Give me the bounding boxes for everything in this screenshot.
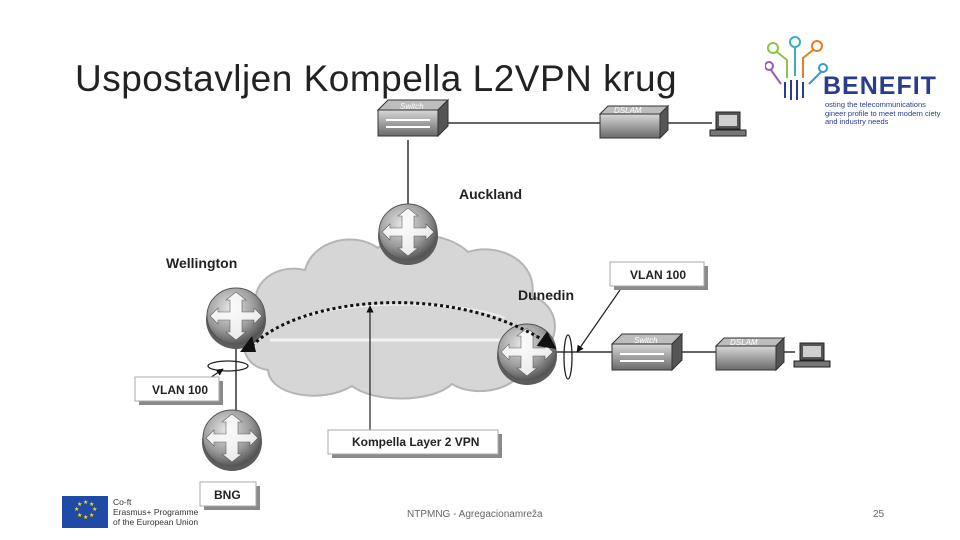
switch-top-label: Switch bbox=[400, 102, 424, 111]
network-cloud bbox=[243, 233, 556, 400]
benefit-logo: BENEFIT osting the telecommunications gi… bbox=[764, 28, 945, 128]
svg-text:★: ★ bbox=[83, 514, 88, 521]
svg-text:★: ★ bbox=[92, 506, 97, 513]
dslam-right-label: DSLAM bbox=[730, 338, 758, 347]
svg-text:★: ★ bbox=[83, 499, 88, 506]
switch-top: Switch bbox=[376, 98, 450, 138]
l2vpn-start-arrow bbox=[240, 336, 256, 352]
eu-flag-icon: ★★★ ★★★ ★★ bbox=[62, 496, 108, 528]
router-auckland bbox=[377, 203, 439, 266]
callout-vlan-right: VLAN 100 bbox=[609, 261, 708, 290]
slide-footer: NTPMNG - Agregacionamreža bbox=[407, 509, 543, 520]
benefit-tagline: osting the telecommunications gineer pro… bbox=[825, 100, 941, 126]
router-bng bbox=[201, 409, 263, 472]
callout-l2vpn: Kompella Layer 2 VPN bbox=[327, 429, 502, 458]
router-dunedin bbox=[496, 323, 558, 386]
dslam-right: DSLAM bbox=[714, 336, 786, 372]
label-wellington: Wellington bbox=[166, 255, 237, 271]
callout-bng: BNG bbox=[199, 481, 260, 510]
callout-vlan-right-text: VLAN 100 bbox=[630, 268, 686, 282]
dslam-top-label: DSLAM bbox=[614, 106, 642, 115]
svg-text:★: ★ bbox=[89, 512, 94, 519]
vlan-ellipse-right bbox=[563, 334, 573, 380]
page-number: 25 bbox=[873, 509, 885, 520]
slide-title: Uspostavljen Kompella L2VPN krug bbox=[75, 58, 678, 99]
svg-text:★: ★ bbox=[77, 501, 82, 508]
vlan-ellipse-left bbox=[207, 360, 249, 372]
switch-right: Switch bbox=[610, 332, 684, 372]
eu-text-line3: of the European Union bbox=[113, 517, 199, 527]
dslam-top: DSLAM bbox=[598, 104, 670, 140]
pc-top-icon bbox=[709, 111, 747, 137]
callout-bng-text: BNG bbox=[214, 488, 241, 502]
svg-text:★: ★ bbox=[77, 512, 82, 519]
svg-text:★: ★ bbox=[89, 501, 94, 508]
callout-line-vlan-right bbox=[576, 289, 621, 353]
circuit-tree-icon bbox=[764, 36, 828, 100]
svg-text:★: ★ bbox=[74, 506, 79, 513]
eu-text-line1: Co-ft bbox=[113, 497, 132, 507]
benefit-wordmark: BENEFIT bbox=[823, 72, 937, 100]
l2vpn-dotted-path bbox=[250, 301, 557, 350]
switch-right-label: Switch bbox=[634, 336, 658, 345]
eu-text-line2: Erasmus+ Programme bbox=[113, 507, 199, 517]
callout-l2vpn-text: Kompella Layer 2 VPN bbox=[352, 435, 479, 449]
label-dunedin: Dunedin bbox=[518, 287, 574, 303]
callout-vlan-left-text: VLAN 100 bbox=[152, 383, 208, 397]
pc-right-icon bbox=[793, 342, 831, 368]
callout-vlan-left: VLAN 100 bbox=[134, 376, 223, 405]
label-auckland: Auckland bbox=[459, 186, 522, 202]
eu-erasmus-badge: ★★★ ★★★ ★★ Co-ft Erasmus+ Programme of t… bbox=[62, 496, 237, 534]
